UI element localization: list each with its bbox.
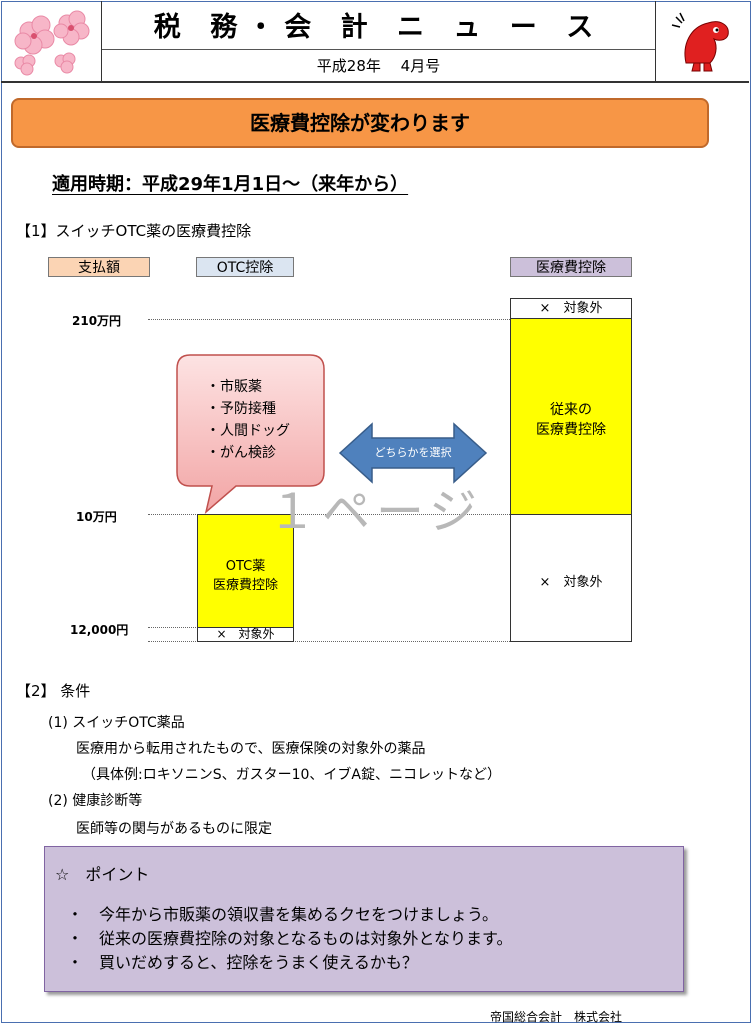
otc-deduction-bar: OTC薬 医療費控除 bbox=[197, 514, 294, 628]
baseline bbox=[148, 641, 510, 642]
condition-item: (2) 健康診断等 bbox=[48, 793, 143, 809]
medical-excluded-bottom: × 対象外 bbox=[510, 514, 632, 642]
point-box: ☆ ポイント ・ 今年から市販薬の領収書を集めるクセをつけましょう。 ・ 従来の… bbox=[44, 846, 684, 992]
guide-line-12000 bbox=[148, 627, 198, 628]
otc-bar-label: OTC薬 bbox=[225, 559, 266, 574]
label-paid-amount: 支払額 bbox=[48, 257, 150, 277]
page-watermark: １ページ bbox=[268, 484, 484, 540]
red-dinosaur-mascot-icon bbox=[671, 12, 729, 72]
callout-text: ・市販薬 ・予防接種 ・人間ドッグ ・がん検診 bbox=[206, 376, 290, 464]
medical-bar-label: 医療費控除 bbox=[536, 422, 606, 438]
otc-excluded-segment: × 対象外 bbox=[197, 627, 294, 642]
point-item: ・ 従来の医療費控除の対象となるものは対象外となります。 bbox=[67, 929, 513, 948]
condition-detail: 医療用から転用されたもので、医療保険の対象外の薬品 bbox=[76, 741, 426, 757]
label-otc-deduction: OTC控除 bbox=[196, 257, 294, 277]
axis-label-210: 210万円 bbox=[72, 314, 122, 328]
sakura-logo bbox=[1, 1, 102, 81]
otc-bar-label: 医療費控除 bbox=[212, 578, 278, 593]
header-title-area: 税 務・会 計 ニ ュ ー ス 平成28年 4月号 bbox=[102, 1, 655, 81]
sakura-flower-icon bbox=[14, 10, 90, 76]
callout-bubble bbox=[176, 354, 325, 514]
condition-detail: 医師等の関与があるものに限定 bbox=[76, 821, 272, 837]
guide-line-10 bbox=[148, 514, 510, 515]
title-divider bbox=[102, 49, 655, 50]
issue-date: 平成28年 4月号 bbox=[316, 57, 441, 75]
section-1-heading: 【1】スイッチOTC薬の医療費控除 bbox=[16, 222, 252, 240]
arrow-label: どちらかを選択 bbox=[374, 446, 452, 459]
effective-period: 適用時期：平成29年1月1日～（来年から） bbox=[52, 174, 409, 195]
condition-item: (1) スイッチOTC薬品 bbox=[48, 715, 185, 731]
guide-line-210 bbox=[148, 319, 510, 320]
company-name: 帝国総合会計 株式会社 bbox=[490, 1010, 623, 1024]
medical-excluded-top: × 対象外 bbox=[510, 298, 632, 319]
label-medical-deduction: 医療費控除 bbox=[510, 257, 632, 277]
topic-banner: 医療費控除が変わります bbox=[11, 98, 709, 148]
mascot-area bbox=[655, 1, 750, 81]
axis-label-10: 10万円 bbox=[76, 510, 117, 524]
callout-item: ・予防接種 bbox=[206, 401, 276, 417]
point-item: ・ 今年から市販薬の領収書を集めるクセをつけましょう。 bbox=[67, 905, 499, 924]
newsletter-header: 税 務・会 計 ニ ュ ー ス 平成28年 4月号 bbox=[1, 1, 749, 83]
callout-item: ・人間ドッグ bbox=[206, 423, 290, 439]
callout-item: ・市販薬 bbox=[206, 379, 262, 395]
point-item: ・ 買いだめすると、控除をうまく使えるかも？ bbox=[67, 953, 418, 972]
medical-bar-label: 従来の bbox=[550, 402, 592, 418]
newsletter-title: 税 務・会 計 ニ ュ ー ス bbox=[153, 12, 604, 43]
section-2-heading: 【2】 条件 bbox=[16, 682, 91, 700]
point-title: ☆ ポイント bbox=[55, 865, 150, 884]
medical-deduction-bar: 従来の 医療費控除 bbox=[510, 318, 632, 515]
condition-example: （具体例:ロキソニンS、ガスター10、イブA錠、ニコレットなど） bbox=[82, 767, 501, 783]
axis-label-12000: 12,000円 bbox=[70, 623, 129, 637]
callout-item: ・がん検診 bbox=[206, 445, 276, 461]
double-arrow-icon bbox=[338, 422, 488, 484]
